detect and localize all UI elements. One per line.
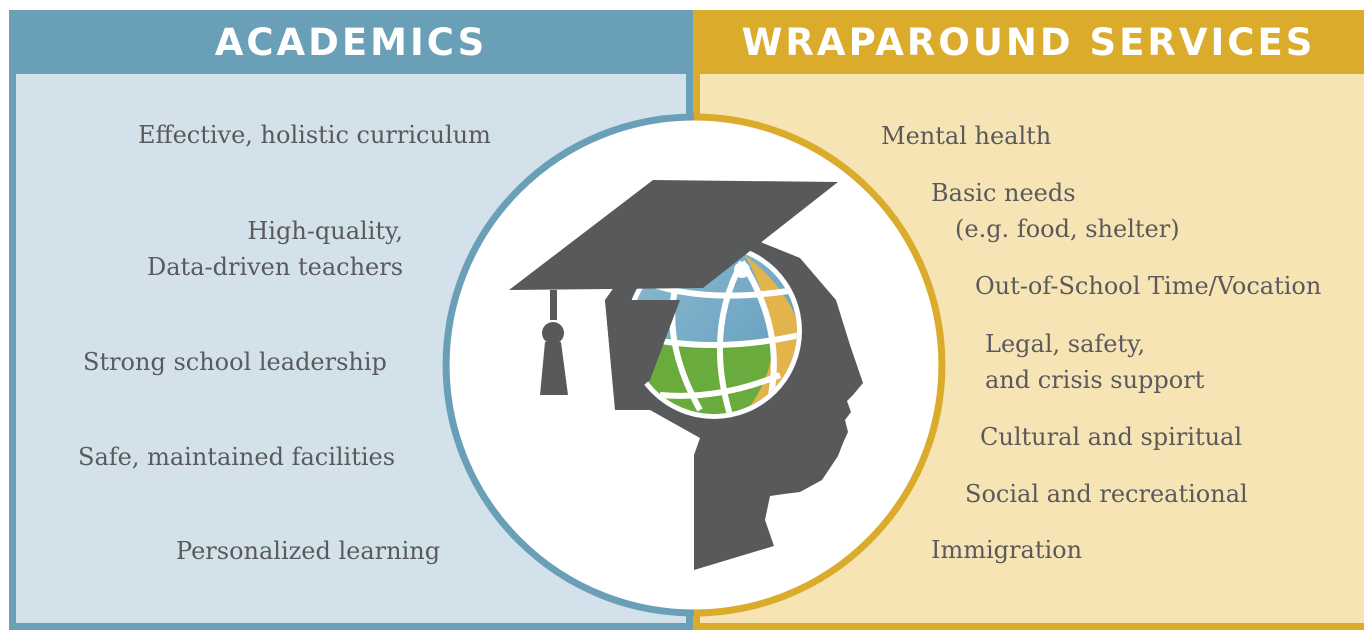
academics-item: Effective, holistic curriculum (138, 117, 491, 153)
academics-item-text: Effective, holistic curriculum (138, 121, 491, 149)
academics-item-text: Personalized learning (176, 537, 441, 565)
wraparound-item-text: Cultural and spiritual (980, 423, 1243, 451)
academics-header: ACADEMICS (9, 10, 693, 74)
wraparound-item-text: Basic needs (931, 179, 1076, 207)
academics-item: High-quality, Data-driven teachers (147, 213, 403, 285)
academics-item-text: Strong school leadership (83, 348, 387, 376)
wraparound-item-text: Social and recreational (965, 480, 1248, 508)
wraparound-item-text: (e.g. food, shelter) (955, 215, 1180, 243)
academics-item: Personalized learning (176, 533, 440, 569)
wraparound-item: Cultural and spiritual (980, 419, 1242, 455)
wraparound-item-text: Immigration (931, 536, 1083, 564)
wraparound-item: Basic needs (e.g. food, shelter) (931, 175, 1180, 247)
wraparound-item-text: Legal, safety, (985, 330, 1146, 358)
wraparound-item-text: Out-of-School Time/Vocation (975, 272, 1322, 300)
wraparound-header: WRAPAROUND SERVICES (693, 10, 1364, 74)
graduation-cap-icon (509, 180, 838, 408)
wraparound-item: Legal, safety, and crisis support (985, 326, 1204, 398)
wraparound-item-text: and crisis support (985, 366, 1205, 394)
wraparound-item: Out-of-School Time/Vocation (975, 268, 1321, 304)
academics-item-text: Data-driven teachers (147, 253, 404, 281)
wraparound-item-text: Mental health (881, 122, 1052, 150)
wraparound-item: Mental health (881, 118, 1051, 154)
wraparound-item: Social and recreational (965, 476, 1248, 512)
wraparound-item: Immigration (931, 532, 1082, 568)
academics-item: Strong school leadership (83, 344, 387, 380)
academics-item-text: Safe, maintained facilities (78, 443, 396, 471)
academics-item: Safe, maintained facilities (78, 439, 395, 475)
academics-item-text: High-quality, (247, 217, 404, 245)
